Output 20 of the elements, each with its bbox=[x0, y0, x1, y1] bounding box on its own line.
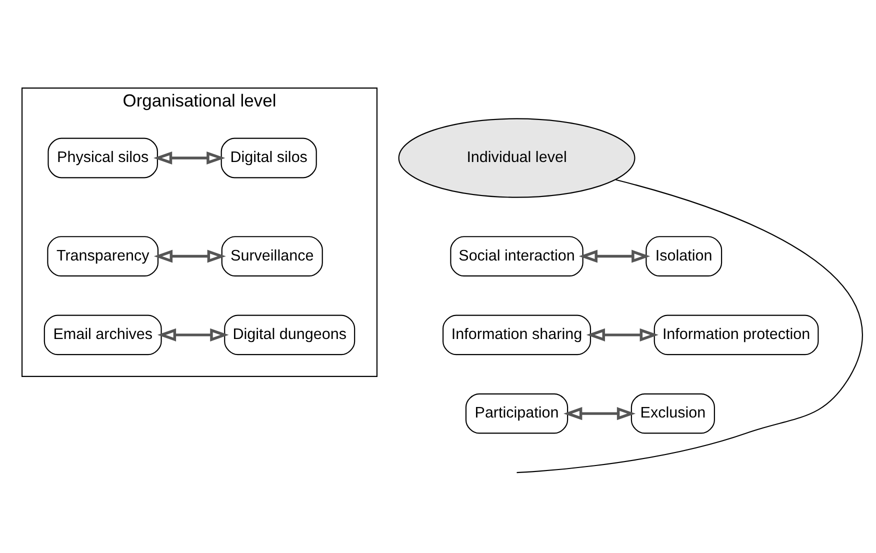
arrow bbox=[578, 250, 650, 263]
connector bbox=[516, 179, 862, 474]
node-box: Digital silos bbox=[220, 138, 317, 178]
node-ellipse: Individual level bbox=[398, 118, 636, 198]
node-box: Information protection bbox=[654, 314, 819, 356]
node-box: Digital dungeons bbox=[224, 314, 356, 356]
arrow bbox=[157, 328, 229, 342]
arrow bbox=[154, 152, 226, 165]
node-box: Participation bbox=[465, 393, 568, 434]
node-box: Exclusion bbox=[630, 393, 715, 434]
node-box: Isolation bbox=[646, 236, 722, 276]
node-box: Physical silos bbox=[48, 138, 158, 178]
node-box: Transparency bbox=[47, 236, 159, 276]
arrow bbox=[564, 407, 636, 420]
node-box: Email archives bbox=[44, 314, 162, 356]
node-box: Information sharing bbox=[442, 314, 592, 356]
node-box: Surveillance bbox=[221, 236, 323, 276]
arrow bbox=[586, 328, 658, 342]
arrow bbox=[154, 250, 226, 263]
node-box: Social interaction bbox=[450, 236, 584, 276]
